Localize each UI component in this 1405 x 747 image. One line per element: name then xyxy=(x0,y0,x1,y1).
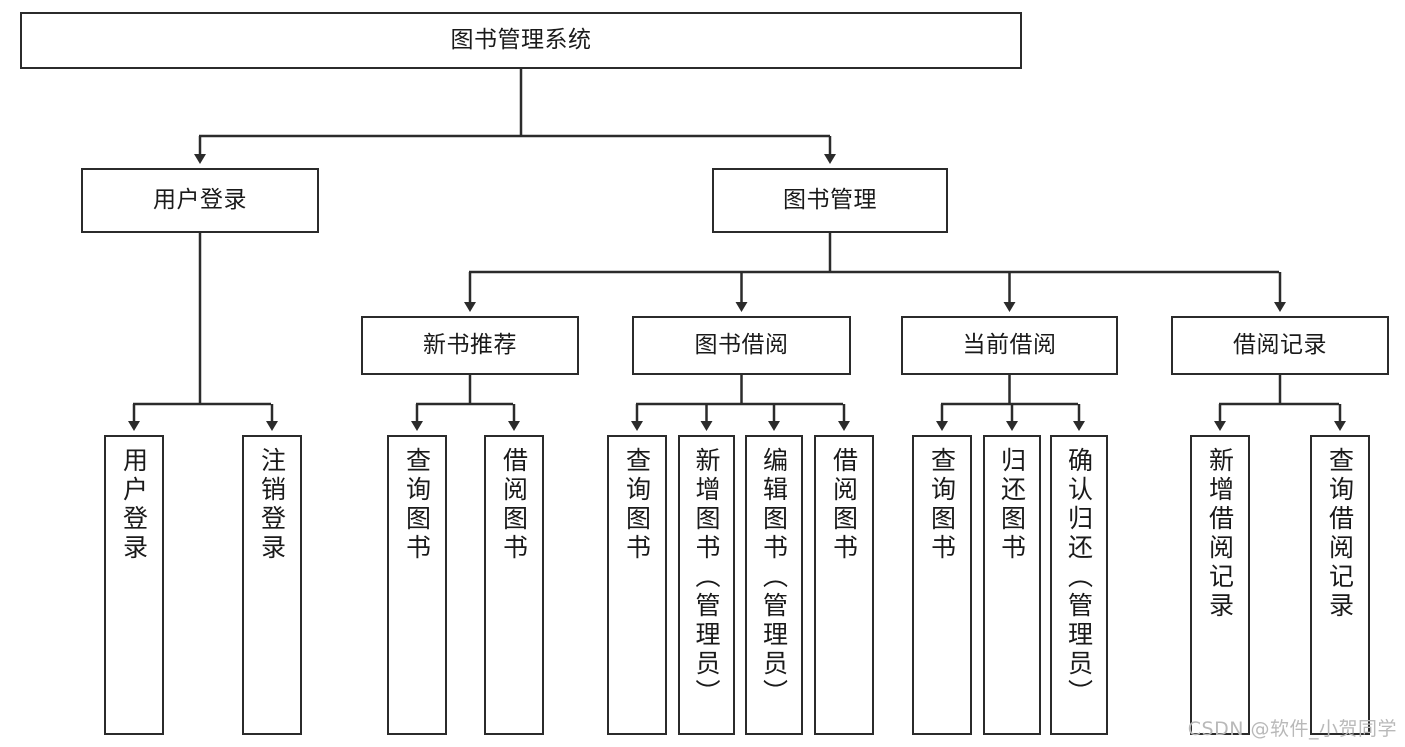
node-leaf-edit-book[interactable]: 编辑图书（管理员） xyxy=(745,435,803,735)
node-label: 注销登录 xyxy=(257,447,287,563)
node-label: 图书借阅 xyxy=(694,332,789,359)
edge-group xyxy=(128,69,1346,431)
node-book-borrow[interactable]: 图书借阅 xyxy=(632,316,851,375)
node-label: 借阅图书 xyxy=(499,447,529,563)
node-leaf-query-book-2[interactable]: 查询图书 xyxy=(607,435,667,735)
node-label: 用户登录 xyxy=(153,187,247,214)
node-label: 编辑图书（管理员） xyxy=(759,447,789,708)
node-leaf-return-book[interactable]: 归还图书 xyxy=(983,435,1041,735)
node-label: 图书管理系统 xyxy=(450,27,592,54)
node-label: 图书管理 xyxy=(783,187,877,214)
node-label: 借阅图书 xyxy=(829,447,859,563)
node-user-login[interactable]: 用户登录 xyxy=(81,168,319,233)
node-label: 查询图书 xyxy=(622,447,652,563)
node-label: 当前借阅 xyxy=(962,332,1057,359)
node-leaf-borrow-book-1[interactable]: 借阅图书 xyxy=(484,435,544,735)
node-book-manage[interactable]: 图书管理 xyxy=(712,168,948,233)
node-label: 新书推荐 xyxy=(423,332,517,359)
node-label: 借阅记录 xyxy=(1233,332,1327,359)
node-label: 归还图书 xyxy=(997,447,1027,563)
node-leaf-borrow-book-2[interactable]: 借阅图书 xyxy=(814,435,874,735)
node-root[interactable]: 图书管理系统 xyxy=(20,12,1022,69)
node-leaf-query-book-1[interactable]: 查询图书 xyxy=(387,435,447,735)
node-label: 查询借阅记录 xyxy=(1325,447,1355,621)
node-borrow-record[interactable]: 借阅记录 xyxy=(1171,316,1389,375)
node-label: 新增借阅记录 xyxy=(1205,447,1235,621)
node-label: 查询图书 xyxy=(402,447,432,563)
node-label: 查询图书 xyxy=(927,447,957,563)
node-leaf-query-book-3[interactable]: 查询图书 xyxy=(912,435,972,735)
node-new-book-rec[interactable]: 新书推荐 xyxy=(361,316,579,375)
node-label: 新增图书（管理员） xyxy=(692,447,721,708)
node-leaf-query-record[interactable]: 查询借阅记录 xyxy=(1310,435,1370,735)
node-leaf-user-login[interactable]: 用户登录 xyxy=(104,435,164,735)
node-label: 用户登录 xyxy=(119,447,149,563)
node-label: 确认归还（管理员） xyxy=(1064,447,1094,708)
node-current-borrow[interactable]: 当前借阅 xyxy=(901,316,1118,375)
node-leaf-add-record[interactable]: 新增借阅记录 xyxy=(1190,435,1250,735)
node-leaf-confirm-return[interactable]: 确认归还（管理员） xyxy=(1050,435,1108,735)
node-leaf-logout[interactable]: 注销登录 xyxy=(242,435,302,735)
node-leaf-add-book[interactable]: 新增图书（管理员） xyxy=(678,435,735,735)
